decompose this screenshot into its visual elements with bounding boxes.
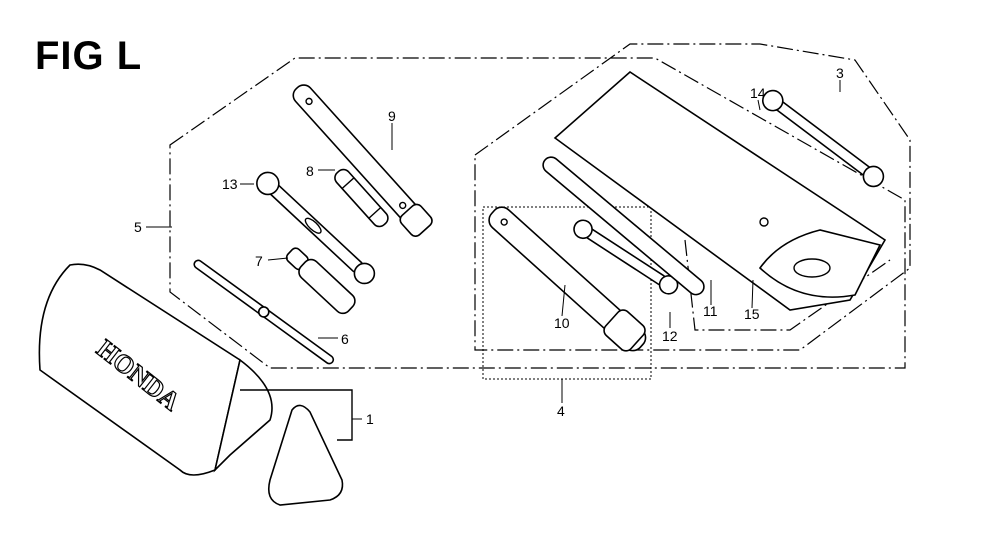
callout-4: 4 [557,403,565,419]
open-wrench-part-12 [573,219,679,295]
callout-1: 1 [366,411,374,427]
tool-bag-part-15 [553,70,887,311]
box-wrench-part-10 [488,206,647,352]
callout-14: 14 [750,85,766,101]
callout-15: 15 [744,306,760,322]
callout-3: 3 [836,65,844,81]
callout-7: 7 [255,253,263,269]
callout-8: 8 [306,163,314,179]
bar-part-8 [334,168,389,228]
callout-6: 6 [341,331,349,347]
callout-13: 13 [222,176,238,192]
callout-10: 10 [554,315,570,331]
open-wrench-part-13 [256,171,376,285]
screwdriver-shaft-part-6 [193,259,335,365]
callout-12: 12 [662,328,678,344]
group-3-boundary [474,43,911,351]
callout-11: 11 [703,303,718,319]
group-5-boundary [169,57,906,369]
callout-9: 9 [388,108,396,124]
callout-5: 5 [134,219,142,235]
figure-title: FIG L [35,34,143,78]
group-4-boundary [482,206,652,380]
rod-part-11 [542,156,705,296]
open-wrench-part-14 [761,89,885,188]
box-wrench-part-9 [292,84,433,237]
screwdriver-handle-part-7 [285,247,356,315]
honda-pouch-part-1: HONDA [38,263,344,506]
